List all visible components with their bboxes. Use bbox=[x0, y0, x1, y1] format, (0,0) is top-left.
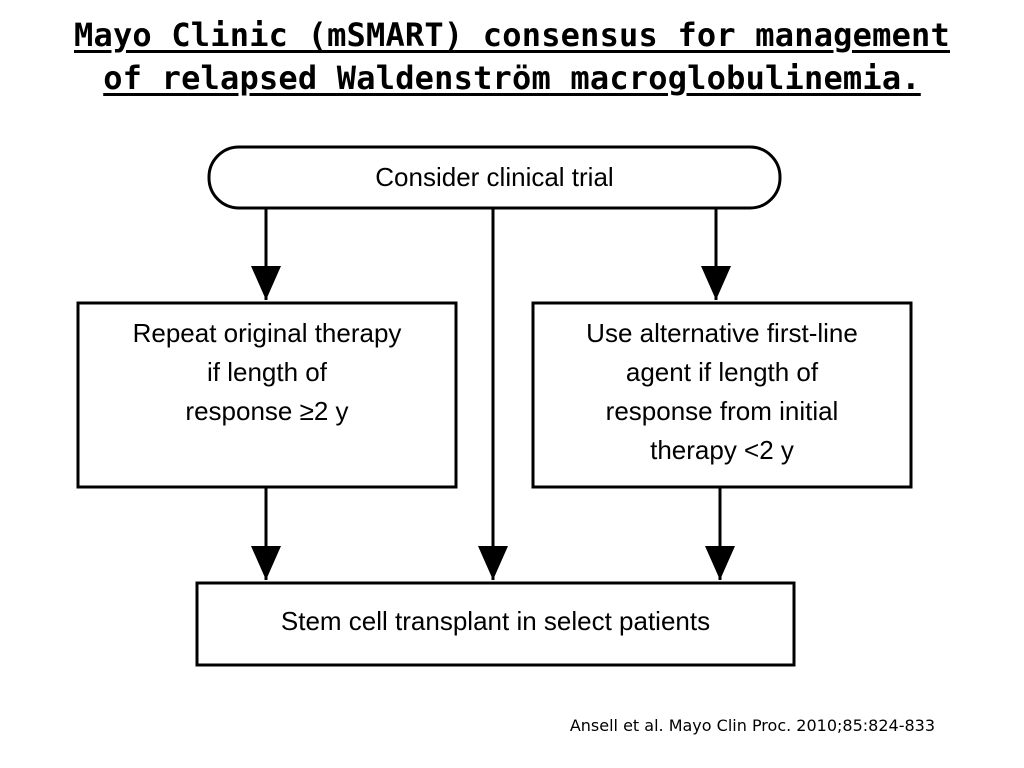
left-node-shape bbox=[76, 301, 458, 489]
right-node-shape bbox=[531, 301, 913, 489]
arrowhead-left-to-bottom bbox=[251, 546, 281, 580]
citation: Ansell et al. Mayo Clin Proc. 2010;85:82… bbox=[569, 716, 935, 735]
arrowhead-top-to-bottom bbox=[478, 546, 508, 580]
top-node-label: Consider clinical trial bbox=[209, 147, 780, 208]
bottom-node-text: Stem cell transplant in select patients bbox=[280, 605, 711, 636]
left-node-label: Repeat original therapy if length of res… bbox=[78, 314, 456, 431]
bottom-node-label: Stem cell transplant in select patients bbox=[197, 583, 794, 659]
arrowhead-top-to-left bbox=[251, 266, 281, 300]
left-node-line-1: Repeat original therapy bbox=[132, 318, 402, 348]
right-node-label: Use alternative first-line agent if leng… bbox=[533, 314, 911, 470]
title-line-2: of relapsed Waldenström macroglobulinemi… bbox=[103, 59, 921, 97]
arrowhead-top-to-right bbox=[701, 266, 731, 300]
title-line-1: Mayo Clinic (mSMART) consensus for manag… bbox=[74, 16, 950, 54]
right-node-line-1: Use alternative first-line bbox=[586, 318, 858, 348]
bottom-node-shape bbox=[195, 581, 796, 667]
arrowhead-right-to-bottom bbox=[705, 546, 735, 580]
top-node-text: Consider clinical trial bbox=[375, 162, 614, 192]
right-node-line-3: response from initial bbox=[605, 396, 839, 426]
slide-title: Mayo Clinic (mSMART) consensus for manag… bbox=[0, 14, 1024, 100]
right-node-line-4: therapy <2 y bbox=[650, 435, 794, 465]
left-node-line-3: response ≥2 y bbox=[185, 396, 349, 426]
left-node-line-2: if length of bbox=[207, 357, 327, 387]
right-node-line-2: agent if length of bbox=[625, 357, 819, 387]
